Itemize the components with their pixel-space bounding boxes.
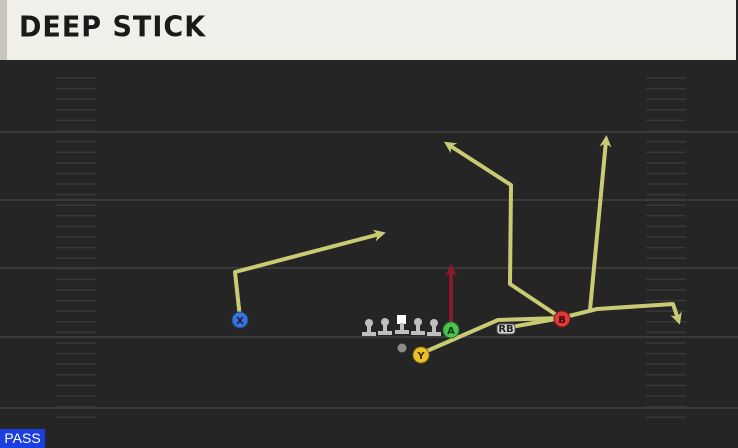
b-route-post <box>443 141 563 320</box>
lineman-icon <box>362 319 376 336</box>
player-b-label: B <box>558 315 566 326</box>
player-a[interactable]: A <box>442 321 460 339</box>
yard-lines <box>0 131 738 409</box>
b-route-out <box>559 302 682 325</box>
player-y-label: Y <box>416 351 425 362</box>
routes <box>233 135 682 356</box>
quarterback-marker <box>397 343 407 353</box>
offensive-line <box>362 315 441 336</box>
hash-marks <box>56 77 686 418</box>
b-route-go <box>588 135 612 312</box>
player-x[interactable]: X <box>231 311 249 329</box>
y-route <box>418 316 563 356</box>
play-title: DEEP STICK <box>19 11 207 44</box>
player-y[interactable]: Y <box>412 346 430 364</box>
player-b[interactable]: B <box>553 310 571 328</box>
pass-badge: PASS <box>0 429 45 448</box>
lineman-icon <box>411 318 425 335</box>
title-accent <box>0 0 7 60</box>
x-route <box>233 229 386 320</box>
svg-text:RB: RB <box>498 324 513 335</box>
center-icon <box>395 315 409 334</box>
player-a-label: A <box>447 326 455 337</box>
lineman-icon <box>427 319 441 336</box>
rb-marker[interactable]: RB <box>496 323 516 335</box>
player-x-label: X <box>236 316 244 327</box>
play-title-bar: DEEP STICK <box>0 0 736 60</box>
lineman-icon <box>378 318 392 335</box>
